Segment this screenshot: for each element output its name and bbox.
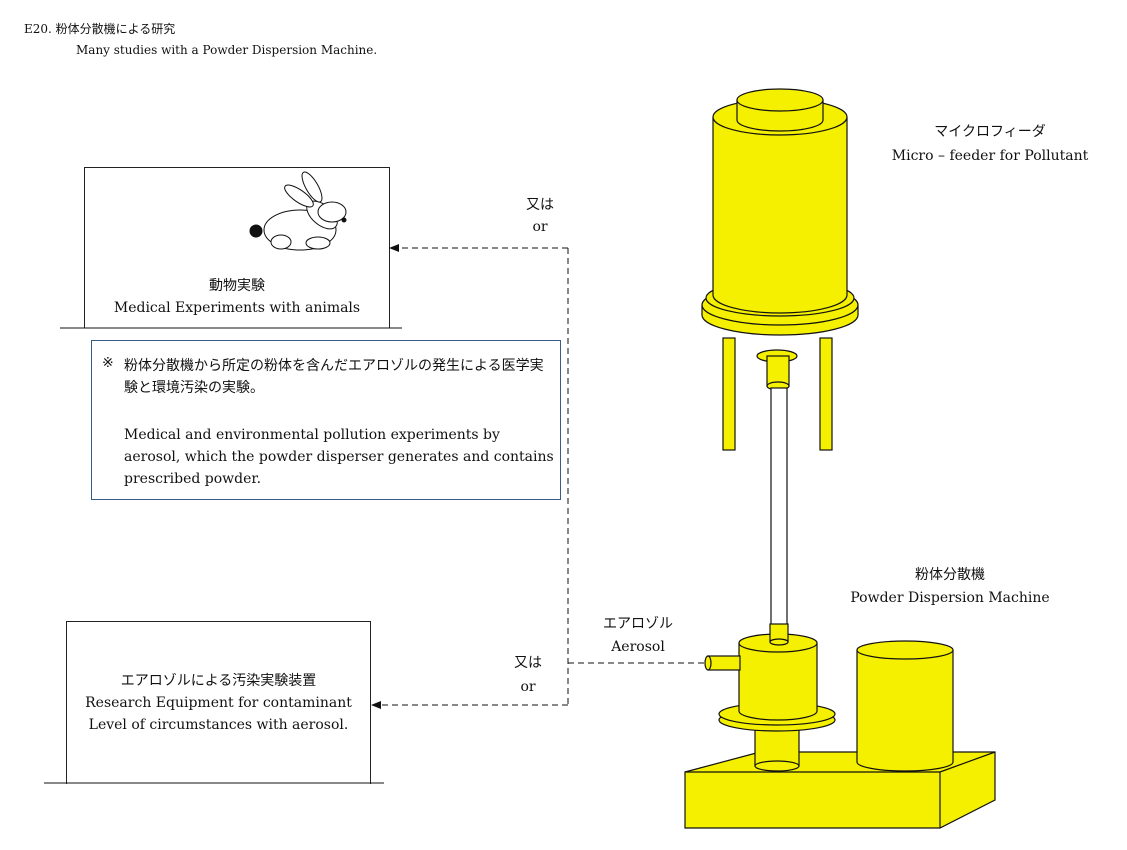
animal-experiment-box [84,167,390,328]
connector-lines [371,244,706,709]
note-text-jp: 粉体分散機から所定の粉体を含んだエアロゾルの発生による医学実験と環境汚染の実験。 [124,358,544,396]
or-label-top-jp: 又は [526,197,554,213]
disperser-label-en: Powder Dispersion Machine [850,590,1050,606]
reference-mark: ※ [102,355,114,371]
micro-feeder [701,88,859,451]
or-label-bottom-jp: 又は [514,655,542,671]
feed-tube [770,387,788,627]
figure-subtitle: Many studies with a Powder Dispersion Ma… [76,43,378,57]
or-label-bottom-en: or [520,679,536,695]
feeder-label-jp: マイクロフィーダ [934,124,1046,140]
research-equipment-label-en-1: Research Equipment for contaminant [85,695,352,711]
feeder-label-en: Micro – feeder for Pollutant [891,148,1089,164]
note-box: ※ 粉体分散機から所定の粉体を含んだエアロゾルの発生による医学実験と環境汚染の実… [91,340,561,500]
aerosol-label-en: Aerosol [611,639,665,655]
research-equipment-label-jp: エアロゾルによる汚染実験装置 [120,673,317,689]
research-equipment-box [66,621,371,784]
note-text-en: Medical and environmental pollution expe… [124,427,554,487]
powder-disperser [684,623,996,829]
research-equipment-label-en-2: Level of circumstances with aerosol. [88,717,349,733]
rabbit-icon [249,171,347,251]
or-label-top-en: or [532,219,548,235]
figure-code-title: E20. 粉体分散機による研究 [24,22,176,36]
disperser-label-jp: 粉体分散機 [915,567,985,583]
animal-experiment-label-jp: 動物実験 [209,278,265,294]
animal-experiment-label-en: Medical Experiments with animals [113,300,361,316]
aerosol-label-jp: エアロゾル [603,616,673,632]
